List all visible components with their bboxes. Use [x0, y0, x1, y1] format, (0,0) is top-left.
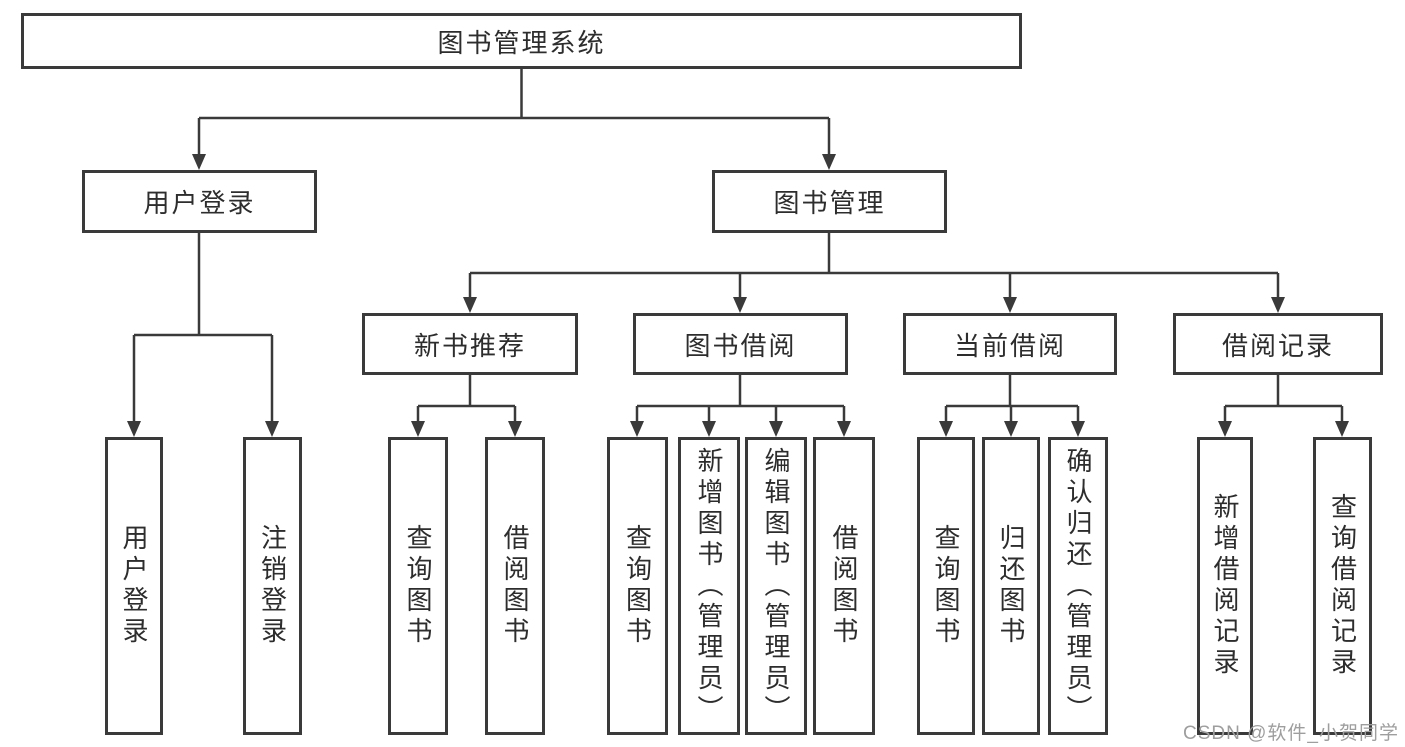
- node-borrow-records: 借阅记录: [1173, 313, 1383, 375]
- node-root-system: 图书管理系统: [21, 13, 1022, 69]
- leaf-query-books-current: 查询图书: [917, 437, 975, 735]
- node-user-login: 用户登录: [82, 170, 317, 233]
- connector-arrows: [127, 154, 1349, 437]
- leaf-return-books: 归还图书: [982, 437, 1040, 735]
- leaf-add-borrow-record: 新增借阅记录: [1197, 437, 1253, 735]
- node-new-book-recommend: 新书推荐: [362, 313, 578, 375]
- node-book-management: 图书管理: [712, 170, 947, 233]
- leaf-borrow-books-recommend: 借阅图书: [485, 437, 545, 735]
- leaf-edit-books-admin: 编辑图书（管理员）: [745, 437, 807, 735]
- leaf-borrow-books: 借阅图书: [813, 437, 875, 735]
- connector-path: [132, 69, 1344, 433]
- leaf-logout: 注销登录: [243, 437, 302, 735]
- leaf-user-login: 用户登录: [105, 437, 163, 735]
- csdn-watermark: CSDN @软件_小贺同学: [1183, 723, 1399, 744]
- leaf-confirm-return-admin: 确认归还（管理员）: [1048, 437, 1108, 735]
- leaf-query-books-recommend: 查询图书: [388, 437, 448, 735]
- leaf-add-books-admin: 新增图书（管理员）: [678, 437, 740, 735]
- leaf-query-books-borrow: 查询图书: [607, 437, 668, 735]
- leaf-query-borrow-record: 查询借阅记录: [1313, 437, 1372, 735]
- node-current-borrow: 当前借阅: [903, 313, 1117, 375]
- node-book-borrow: 图书借阅: [633, 313, 848, 375]
